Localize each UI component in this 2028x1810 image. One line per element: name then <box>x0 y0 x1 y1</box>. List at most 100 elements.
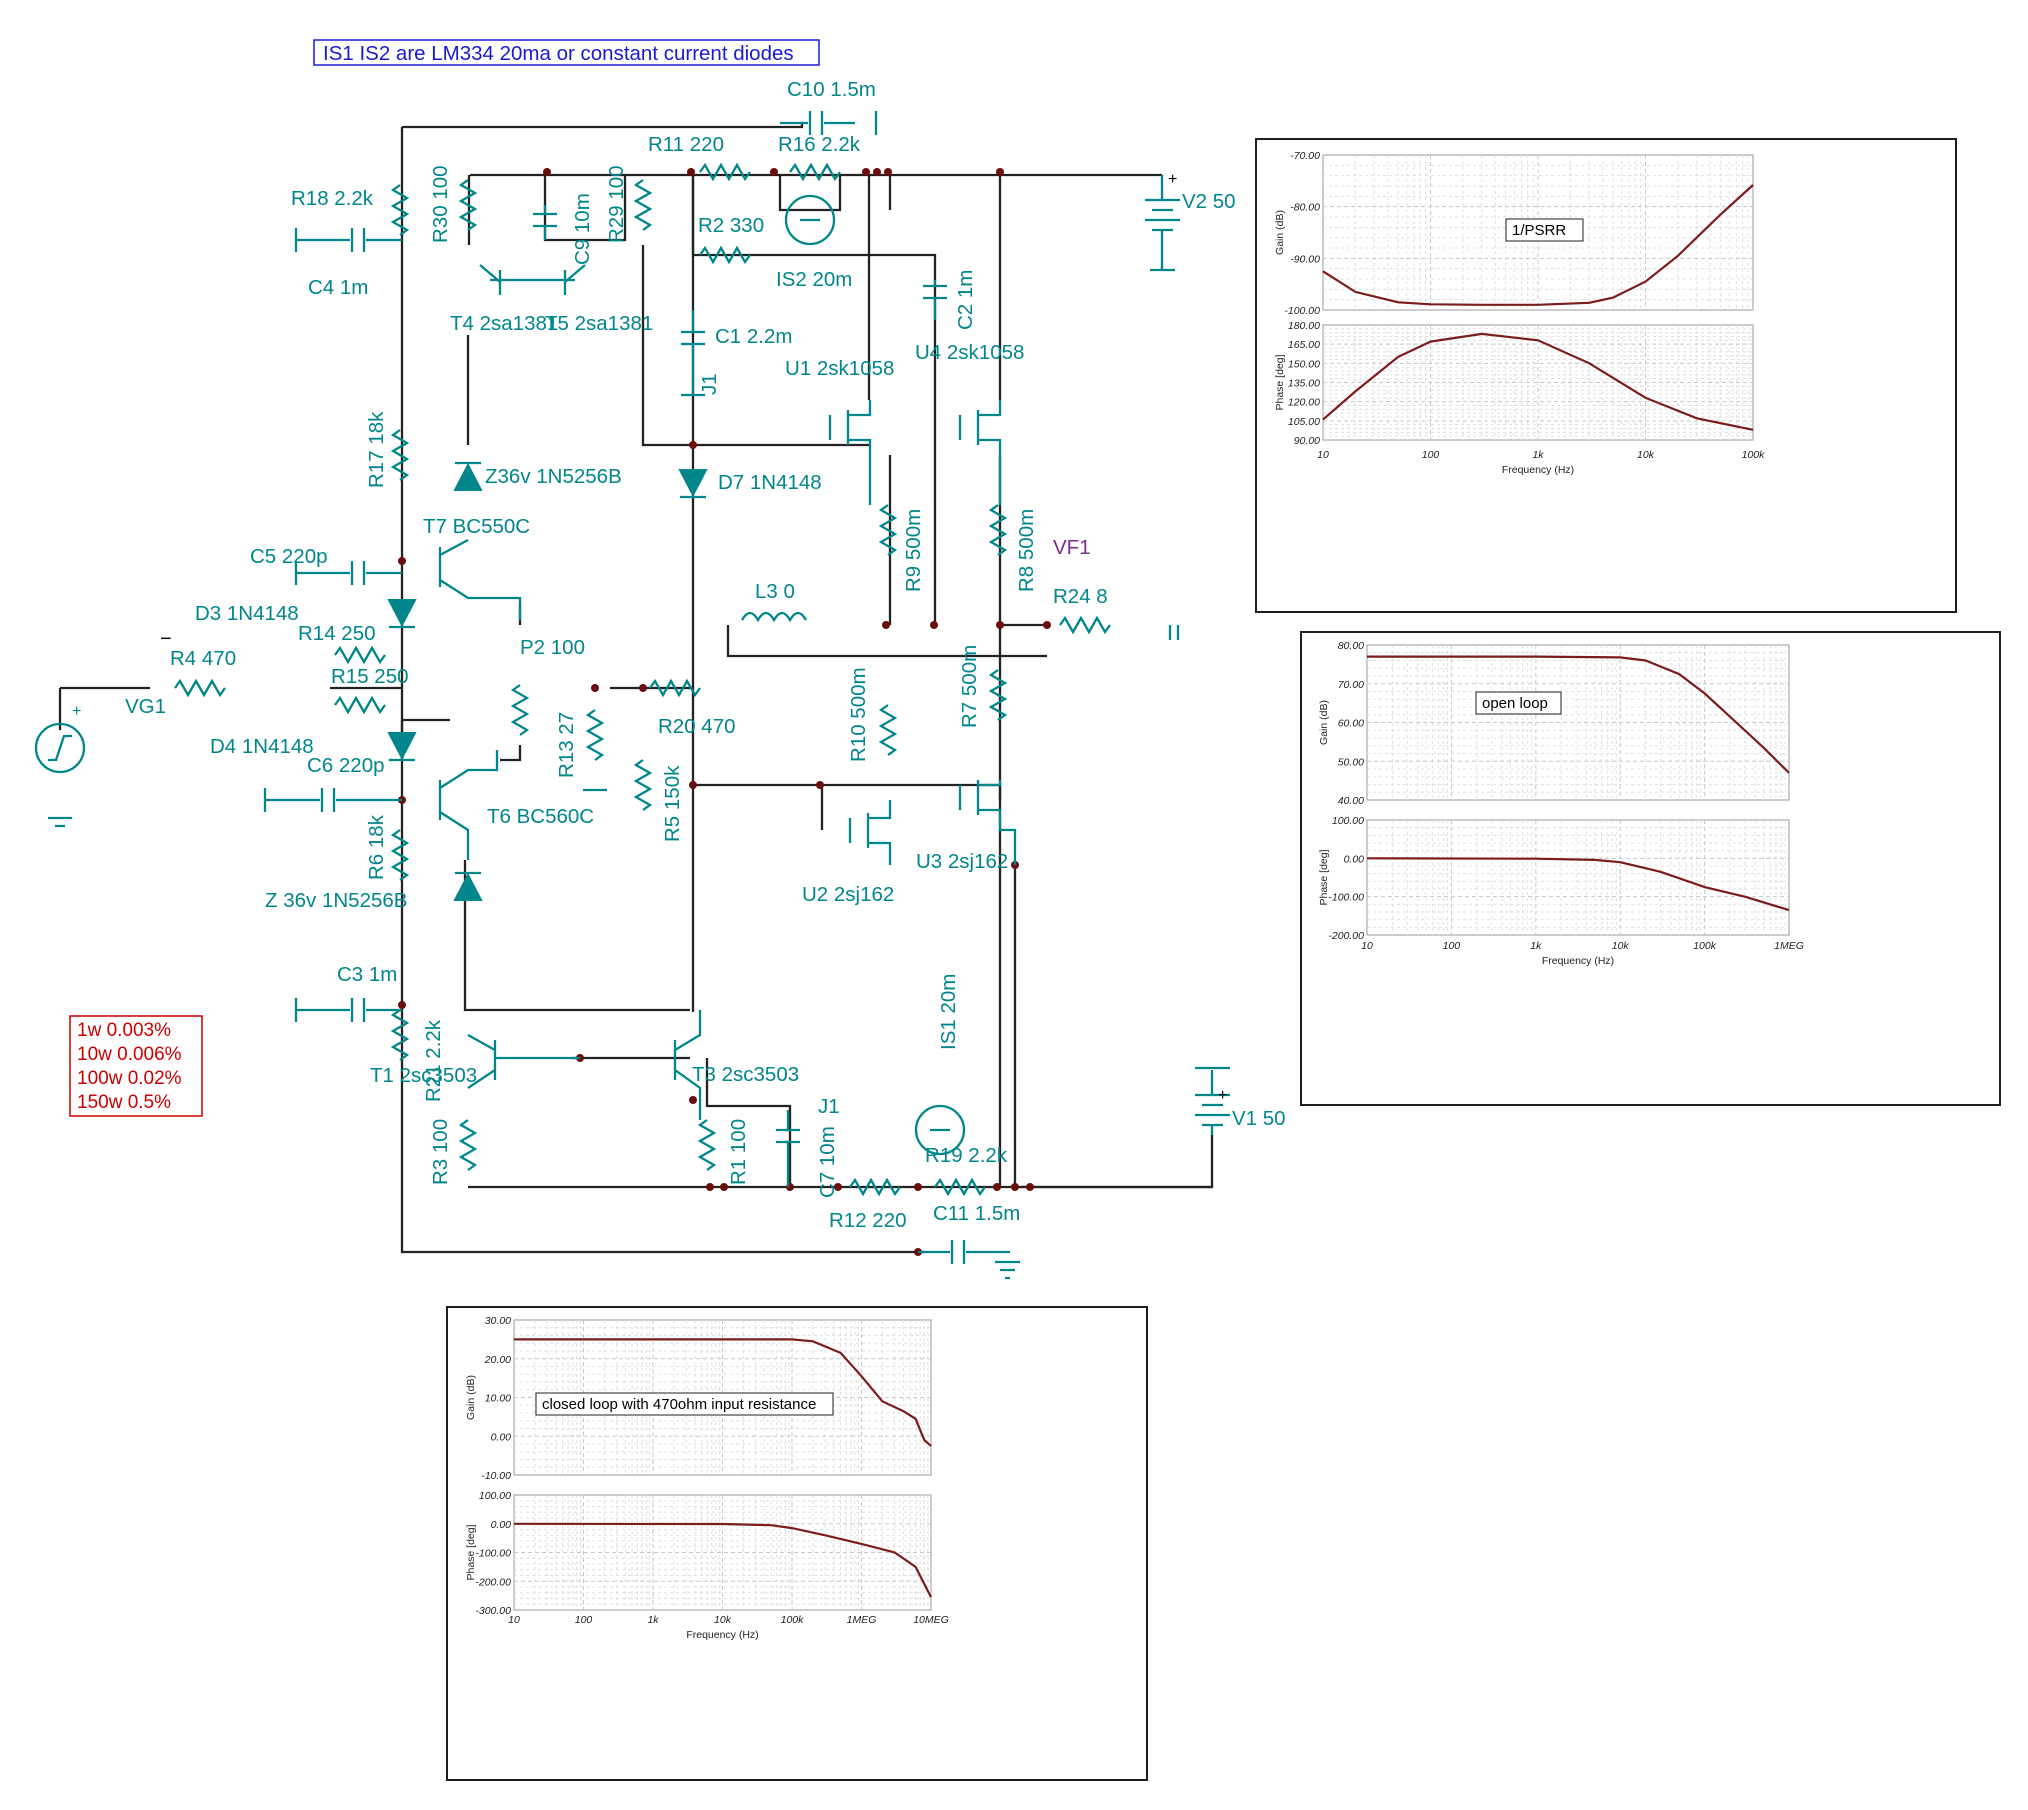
resistor-r1 <box>697 1119 717 1171</box>
label-p2: P2 100 <box>520 636 585 659</box>
label-r19: R19 2.2k <box>925 1144 1008 1167</box>
y-tick-label: 120.00 <box>1288 397 1320 409</box>
label-is1: IS1 20m <box>937 974 960 1050</box>
label-r14: R14 250 <box>298 622 376 645</box>
resistor-r17 <box>390 429 410 481</box>
y-tick-label: 100.00 <box>1332 815 1364 827</box>
v2-plus-sign: + <box>1168 171 1177 188</box>
y-tick-label: 50.00 <box>1338 756 1364 768</box>
label-c5: C5 220p <box>250 545 328 568</box>
x-tick-label: 1k <box>1530 940 1542 952</box>
transistor-t7 <box>438 538 522 620</box>
resistor-r18 <box>390 184 410 236</box>
plot-title: open loop <box>1482 695 1548 712</box>
y-tick-label: 80.00 <box>1338 640 1364 652</box>
x-tick-label: 1k <box>1532 449 1544 461</box>
resistor-r14 <box>334 645 386 665</box>
x-tick-label: 10 <box>508 1614 520 1626</box>
label-j1: J1 <box>698 373 721 395</box>
y-tick-label: 0.00 <box>491 1431 512 1443</box>
label-d4: D4 1N4148 <box>210 735 314 758</box>
x-tick-label: 1MEG <box>847 1614 877 1626</box>
y-tick-label: -200.00 <box>475 1576 511 1588</box>
distortion-10w: 10w 0.006% <box>77 1044 182 1065</box>
mosfet-u2 <box>848 800 892 865</box>
gnd-r24 <box>1168 625 1180 640</box>
x-tick-label: 100 <box>1443 940 1461 952</box>
resistor-r20 <box>649 678 701 698</box>
resistor-r2 <box>699 245 751 265</box>
transistor-t3 <box>673 1010 702 1120</box>
label-r8: R8 500m <box>1015 509 1038 592</box>
plot-title-box <box>1505 218 1584 242</box>
capacitor-c4 <box>296 228 402 252</box>
capacitor-c11 <box>918 1240 1010 1264</box>
y-tick-label: -300.00 <box>475 1605 511 1617</box>
label-t3: T3 2sc3503 <box>692 1063 799 1086</box>
label-r7: R7 500m <box>958 645 981 728</box>
distortion-150w: 150w 0.5% <box>77 1092 171 1113</box>
transistors-t4-t5 <box>479 264 586 295</box>
inductor-l3 <box>741 611 807 623</box>
resistor-r4 <box>174 678 226 698</box>
y-tick-label: 180.00 <box>1288 320 1320 332</box>
zener-z36 <box>453 872 483 901</box>
y-tick-label: 90.00 <box>1294 435 1320 447</box>
y-tick-label: 40.00 <box>1338 795 1364 807</box>
y-tick-label: 0.00 <box>491 1519 512 1531</box>
transistor-t1 <box>467 1033 580 1089</box>
plot-title: 1/PSRR <box>1512 222 1566 239</box>
zener-z36v <box>453 462 483 491</box>
label-r6: R6 18k <box>365 814 388 880</box>
series-curve <box>1322 184 1754 306</box>
label-t7: T7 BC550C <box>423 515 530 538</box>
label-is2: IS2 20m <box>776 268 852 291</box>
label-c9: C9 10m <box>571 193 594 265</box>
capacitor-c6 <box>265 788 402 812</box>
x-tick-label: 100 <box>1422 449 1440 461</box>
label-u4: U4 2sk1058 <box>915 341 1024 364</box>
x-axis-label: Frequency (Hz) <box>1542 955 1614 967</box>
series-curve <box>1366 857 1790 912</box>
label-t1: T1 2sc3503 <box>370 1064 477 1087</box>
note-text: IS1 IS2 are LM334 20ma or constant curre… <box>323 42 794 65</box>
y-tick-label: 60.00 <box>1338 718 1364 730</box>
input-minus-sign: − <box>160 628 172 650</box>
v1-plus-sign: + <box>1218 1087 1227 1104</box>
y-tick-label: 20.00 <box>484 1354 511 1366</box>
capacitor-c5 <box>296 561 402 585</box>
label-c10: C10 1.5m <box>787 78 876 101</box>
potentiometer-p2 <box>510 684 530 736</box>
label-r3: R3 100 <box>429 1119 452 1185</box>
label-r13: R13 27 <box>555 712 578 778</box>
resistor-r21 <box>390 1009 410 1061</box>
label-r24: R24 8 <box>1053 585 1108 608</box>
x-tick-label: 10MEG <box>913 1614 949 1626</box>
y-tick-label: -100.00 <box>475 1548 511 1560</box>
capacitor-c9 <box>533 205 557 240</box>
label-v2: V2 50 <box>1182 190 1236 213</box>
label-r30: R30 100 <box>429 165 452 243</box>
distortion-1w: 1w 0.003% <box>77 1020 171 1041</box>
y-tick-label: -70.00 <box>1290 150 1320 162</box>
x-tick-label: 100k <box>781 1614 805 1626</box>
component-labels: C10 1.5m R11 220 R16 2.2k R18 2.2k R30 1… <box>72 78 1286 1232</box>
x-axis-label: Frequency (Hz) <box>1502 464 1574 476</box>
resistor-r24 <box>1059 615 1111 635</box>
label-r5: R5 150k <box>661 765 684 842</box>
series-curve <box>514 1338 932 1447</box>
transistor-t6 <box>438 750 499 860</box>
plot-title: closed loop with 470ohm input resistance <box>542 1396 816 1413</box>
label-vf1: VF1 <box>1053 536 1091 559</box>
resistor-r30 <box>458 179 478 231</box>
y-axis-label: Gain (dB) <box>1274 210 1286 255</box>
y-tick-label: 150.00 <box>1288 358 1320 370</box>
label-r10: R10 500m <box>847 667 870 762</box>
signal-source-vg1 <box>34 722 86 774</box>
vg1-plus-sign: + <box>72 703 81 720</box>
resistor-r11 <box>699 162 751 182</box>
